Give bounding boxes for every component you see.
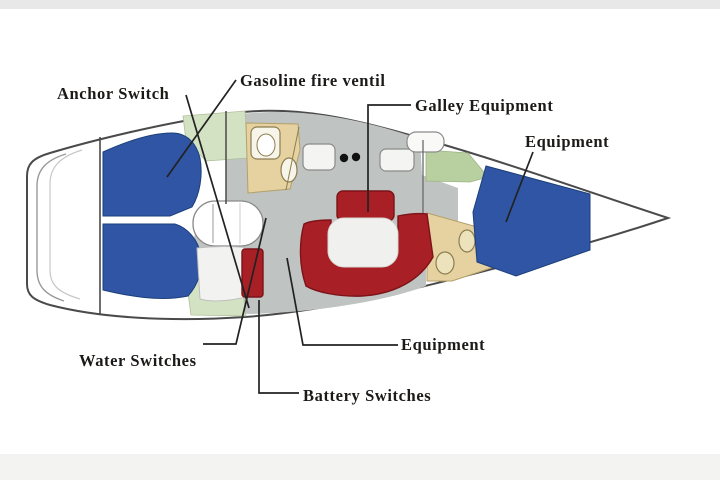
galley-counter <box>379 148 415 172</box>
green-locker-bow <box>425 149 489 183</box>
v-berth <box>472 165 591 277</box>
companionway-steps <box>192 200 264 247</box>
aft-head-toilet-bowl <box>256 133 276 157</box>
label-galley-equipment: Galley Equipment <box>415 96 553 115</box>
label-battery-switches: Battery Switches <box>303 386 431 405</box>
leader-lines <box>166 79 534 394</box>
aft-berth-starboard <box>102 223 202 299</box>
transom-inner-curve-2 <box>49 149 83 300</box>
galley-equipment-unit <box>336 190 395 222</box>
aft-head-sink <box>280 157 298 183</box>
aft-head-door-line <box>285 126 300 191</box>
label-equipment-saloon: Equipment <box>401 335 485 354</box>
bottom-edge-strip <box>0 454 720 480</box>
label-water-switches: Water Switches <box>79 351 197 370</box>
leader-anchor-switch <box>185 94 250 309</box>
label-anchor-switch: Anchor Switch <box>57 84 169 103</box>
label-gasoline-fire-ventil: Gasoline fire ventil <box>240 71 386 90</box>
stove-burner-1 <box>339 153 349 163</box>
fwd-head-sink <box>435 251 455 275</box>
transom-inner-curve <box>36 153 67 302</box>
leader-equipment-saloon <box>286 257 398 346</box>
top-edge-strip <box>0 0 720 9</box>
leader-galley-equipment <box>367 104 411 212</box>
label-equipment-bow: Equipment <box>525 132 609 151</box>
leader-battery-switches <box>258 300 299 394</box>
leader-water-switches <box>203 217 267 345</box>
stove-burner-2 <box>351 152 361 162</box>
saloon-table <box>327 217 399 268</box>
fwd-head-toilet <box>458 229 476 253</box>
nav-seat <box>406 131 445 153</box>
leader-equipment-bow <box>505 151 534 223</box>
galley-sink-counter <box>302 143 336 171</box>
aft-berth-port <box>102 132 202 217</box>
leader-gasoline-fire-ventil <box>166 79 237 178</box>
